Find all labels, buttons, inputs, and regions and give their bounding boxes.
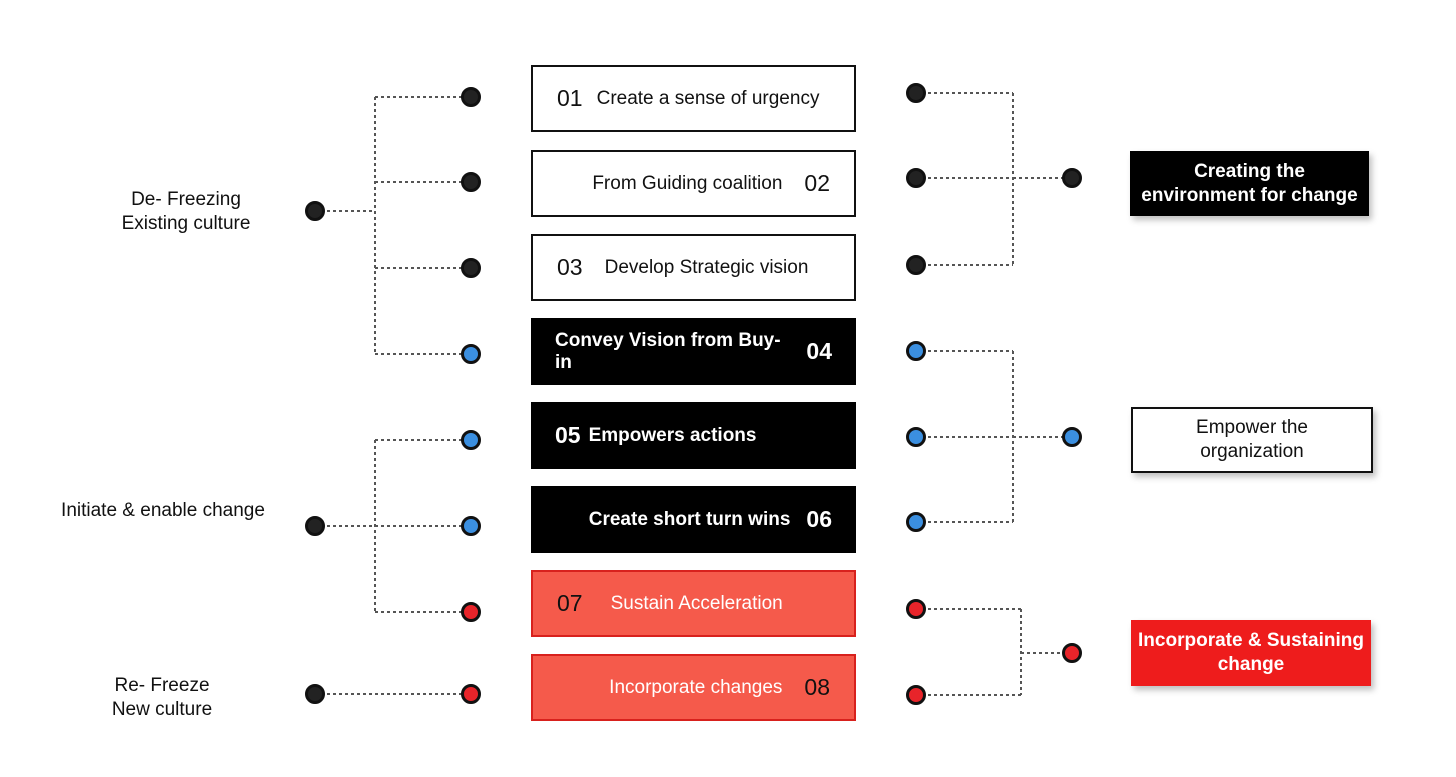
phase-label-line: Existing culture bbox=[121, 213, 251, 234]
group-label-line: environment for change bbox=[1141, 184, 1358, 206]
step-box-07: 07 Sustain Acceleration bbox=[531, 570, 856, 637]
step-box-01: 01 Create a sense of urgency bbox=[531, 65, 856, 132]
group-box-empower: Empower the organization bbox=[1131, 407, 1373, 473]
step-box-03: 03 Develop Strategic vision bbox=[531, 234, 856, 301]
step-box-06: Create short turn wins 06 bbox=[531, 486, 856, 553]
group-label-line: Empower the bbox=[1196, 417, 1308, 438]
step-number: 05 bbox=[555, 422, 581, 448]
step-left-dot bbox=[461, 258, 481, 278]
connector-left-1 bbox=[315, 96, 471, 355]
step-box-04: Convey Vision from Buy-in 04 bbox=[531, 318, 856, 385]
group-node-dot bbox=[1062, 427, 1082, 447]
connector-left-2 bbox=[315, 439, 471, 613]
phase-label-defreezing: De- Freezing Existing culture bbox=[100, 188, 272, 236]
step-left-dot bbox=[461, 172, 481, 192]
step-right-dot bbox=[906, 168, 926, 188]
step-right-dot bbox=[906, 83, 926, 103]
group-box-incorporate: Incorporate & Sustaining change bbox=[1131, 620, 1371, 686]
step-number: 08 bbox=[804, 674, 830, 700]
step-number: 06 bbox=[806, 506, 832, 532]
group-box-environment: Creating the environment for change bbox=[1130, 151, 1369, 216]
step-right-dot bbox=[906, 685, 926, 705]
phase-label-line: New culture bbox=[111, 699, 213, 720]
step-label: Create a sense of urgency bbox=[596, 87, 820, 109]
step-label: Convey Vision from Buy-in bbox=[555, 329, 781, 373]
step-box-05: 05 Empowers actions bbox=[531, 402, 856, 469]
phase-label-line: Re- Freeze bbox=[114, 675, 210, 696]
step-left-dot bbox=[461, 344, 481, 364]
group-label-line: change bbox=[1217, 654, 1285, 675]
step-number: 01 bbox=[557, 85, 583, 111]
group-node-dot bbox=[1062, 168, 1082, 188]
group-label-line: organization bbox=[1200, 441, 1304, 462]
step-label: Empowers actions bbox=[588, 424, 757, 446]
step-label: Create short turn wins bbox=[588, 508, 791, 530]
step-left-dot bbox=[461, 684, 481, 704]
phase-label-initiate: Initiate & enable change bbox=[48, 499, 278, 523]
phase-node-dot bbox=[305, 201, 325, 221]
phase-label-line: Initiate & enable change bbox=[61, 500, 265, 521]
step-right-dot bbox=[906, 512, 926, 532]
group-label-line: Creating the bbox=[1194, 160, 1305, 182]
step-number: 02 bbox=[804, 170, 830, 196]
step-label: Sustain Acceleration bbox=[610, 592, 783, 614]
step-left-dot bbox=[461, 87, 481, 107]
step-left-dot bbox=[461, 516, 481, 536]
step-label: From Guiding coalition bbox=[592, 172, 783, 194]
step-left-dot bbox=[461, 430, 481, 450]
step-number: 07 bbox=[557, 590, 583, 616]
step-box-08: Incorporate changes 08 bbox=[531, 654, 856, 721]
phase-node-dot bbox=[305, 516, 325, 536]
step-right-dot bbox=[906, 427, 926, 447]
step-box-02: From Guiding coalition 02 bbox=[531, 150, 856, 217]
phase-label-refreeze: Re- Freeze New culture bbox=[92, 674, 232, 722]
step-left-dot bbox=[461, 602, 481, 622]
step-number: 04 bbox=[806, 338, 832, 364]
group-label-line: Incorporate & Sustaining bbox=[1138, 630, 1364, 651]
step-right-dot bbox=[906, 599, 926, 619]
step-label: Develop Strategic vision bbox=[604, 256, 809, 278]
connector-right-2 bbox=[916, 350, 1072, 523]
step-right-dot bbox=[906, 341, 926, 361]
connector-right-3 bbox=[916, 608, 1072, 696]
phase-node-dot bbox=[305, 684, 325, 704]
step-label: Incorporate changes bbox=[609, 676, 783, 698]
phase-label-line: De- Freezing bbox=[131, 189, 241, 210]
step-number: 03 bbox=[557, 254, 583, 280]
step-right-dot bbox=[906, 255, 926, 275]
group-node-dot bbox=[1062, 643, 1082, 663]
connector-right-1 bbox=[916, 92, 1072, 266]
